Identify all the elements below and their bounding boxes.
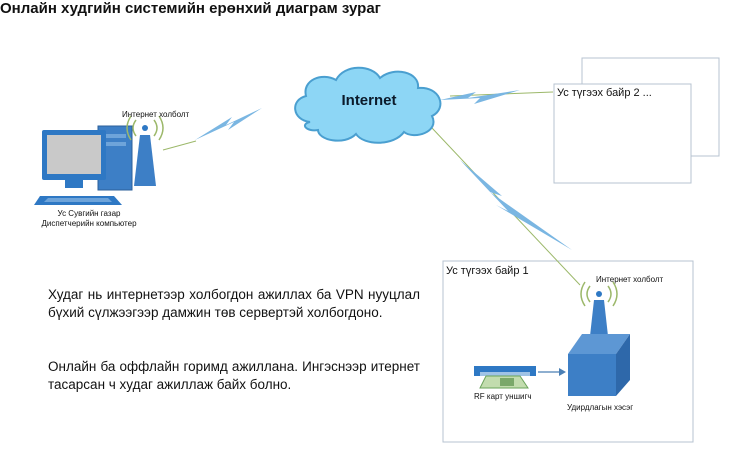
station2-front-box <box>553 83 692 184</box>
station1-connection-label: Интернет холболт <box>596 275 664 284</box>
dispatcher-connection-label: Интернет холболт <box>122 110 190 119</box>
data-flow-arrow <box>538 368 566 376</box>
station1-label: Ус түгээх байр 1 <box>446 265 529 277</box>
dispatcher-computer-icon <box>34 125 133 205</box>
lightning-bolt-left <box>195 108 262 140</box>
cloud-label: Internet <box>341 92 397 109</box>
page-title: Онлайн худгийн системийн ерөнхий диаграм… <box>0 0 381 17</box>
computer-label-line1: Ус Сувгийн газар <box>57 209 121 218</box>
rf-reader-label: RF карт уншигч <box>474 392 532 401</box>
internet-cloud-icon <box>294 66 442 144</box>
connector-line <box>162 140 197 151</box>
lightning-bolt-right <box>440 90 520 104</box>
description-paragraph-1: Худаг нь интернетээр холбогдон ажиллах б… <box>48 287 420 320</box>
antenna-tower-icon <box>126 115 164 186</box>
control-unit-icon <box>568 281 630 396</box>
description-paragraph-2: Онлайн ба оффлайн горимд ажиллана. Ингэс… <box>48 359 420 392</box>
rf-card-reader-icon <box>474 366 536 389</box>
computer-label-line2: Диспетчерийн компьютер <box>41 219 137 228</box>
station2-label: Ус түгээх байр 2 ... <box>557 87 652 99</box>
station1-box <box>442 260 694 443</box>
control-unit-label: Удирдлагын хэсэг <box>567 403 634 412</box>
